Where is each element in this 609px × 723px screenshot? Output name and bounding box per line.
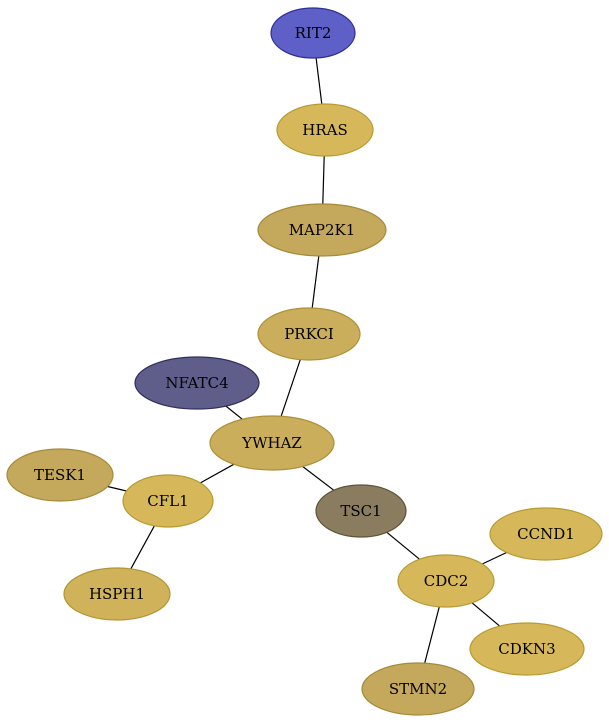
edge-ywhaz-cfl1: [200, 463, 235, 484]
node-rit2[interactable]: RIT2: [270, 7, 356, 59]
node-cfl1[interactable]: CFL1: [122, 474, 214, 528]
edge-hras-map2k1: [322, 155, 325, 205]
node-ellipse: [209, 415, 335, 471]
edge-cdc2-cdkn3: [471, 602, 501, 627]
node-label: CDC2: [424, 572, 469, 590]
node-label: STMN2: [389, 680, 447, 698]
node-ellipse: [134, 356, 260, 410]
node-label: YWHAZ: [241, 434, 302, 452]
node-label: RIT2: [295, 24, 332, 42]
node-label: MAP2K1: [289, 221, 356, 239]
node-ellipse: [257, 307, 361, 361]
node-cdkn3[interactable]: CDKN3: [469, 622, 585, 676]
node-hsph1[interactable]: HSPH1: [63, 567, 171, 621]
node-map2k1[interactable]: MAP2K1: [257, 203, 387, 257]
node-ellipse: [122, 474, 214, 528]
node-stmn2[interactable]: STMN2: [361, 662, 475, 716]
node-ellipse: [6, 448, 114, 502]
edge-nfatc4-ywhaz: [225, 405, 243, 420]
node-ellipse: [257, 203, 387, 257]
node-ellipse: [63, 567, 171, 621]
node-ellipse: [315, 484, 407, 538]
node-prkci[interactable]: PRKCI: [257, 307, 361, 361]
node-label: HSPH1: [89, 585, 145, 603]
edge-map2k1-prkci: [311, 255, 320, 309]
node-label: CDKN3: [498, 640, 555, 658]
edge-cdc2-stmn2: [424, 606, 440, 664]
node-label: TESK1: [34, 466, 86, 484]
node-ellipse: [397, 554, 495, 608]
node-label: NFATC4: [165, 374, 228, 392]
edge-tsc1-cdc2: [386, 531, 420, 560]
node-ellipse: [276, 103, 374, 157]
node-nfatc4[interactable]: NFATC4: [134, 356, 260, 410]
node-tesk1[interactable]: TESK1: [6, 448, 114, 502]
edge-rit2-hras: [315, 57, 323, 105]
edge-tesk1-cfl1: [107, 485, 127, 492]
node-cdc2[interactable]: CDC2: [397, 554, 495, 608]
edges-layer: [107, 57, 507, 664]
node-label: CFL1: [147, 492, 188, 510]
edge-cfl1-hsph1: [130, 525, 155, 570]
node-label: HRAS: [302, 121, 347, 139]
node-ellipse: [489, 507, 603, 561]
node-ellipse: [270, 7, 356, 59]
edge-ywhaz-tsc1: [302, 466, 335, 491]
edge-cdc2-ccnd1: [482, 551, 507, 565]
node-ccnd1[interactable]: CCND1: [489, 507, 603, 561]
edge-prkci-ywhaz: [280, 359, 301, 417]
node-label: CCND1: [517, 525, 575, 543]
node-hras[interactable]: HRAS: [276, 103, 374, 157]
node-ellipse: [361, 662, 475, 716]
node-ywhaz[interactable]: YWHAZ: [209, 415, 335, 471]
node-label: PRKCI: [284, 325, 334, 343]
node-tsc1[interactable]: TSC1: [315, 484, 407, 538]
node-label: TSC1: [340, 502, 381, 520]
node-ellipse: [469, 622, 585, 676]
